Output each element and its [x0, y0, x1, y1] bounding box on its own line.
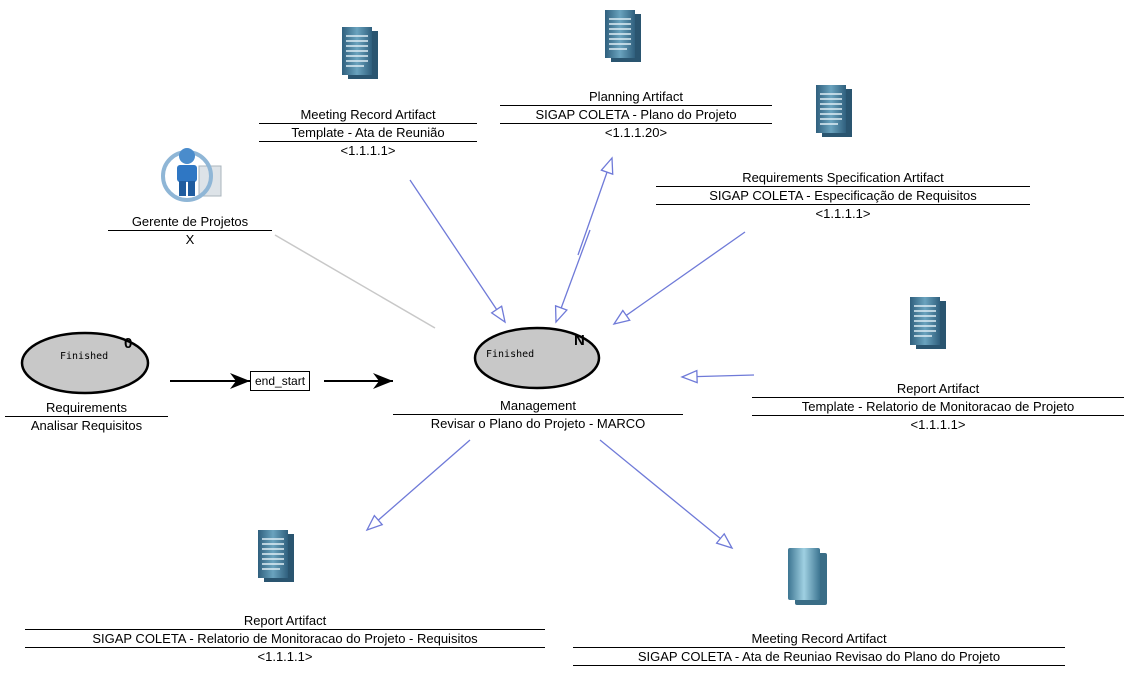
role-person-icon [161, 148, 222, 202]
blank-document-icon [788, 548, 827, 605]
activity-category: Requirements [5, 399, 168, 417]
artifact-name: SIGAP COLETA - Relatorio de Monitoracao … [25, 630, 545, 648]
activity-name: Revisar o Plano do Projeto - MARCO [430, 416, 646, 431]
edge-planning-to-management [554, 229, 591, 324]
activity-requirements-node[interactable]: Finished 0 [20, 331, 150, 395]
activity-management-state: Finished [486, 349, 534, 360]
activity-requirements-marker: 0 [124, 335, 132, 352]
edge-management-to-report [365, 439, 471, 532]
role-label[interactable]: Gerente de Projetos X [108, 213, 272, 248]
artifact-planning-label[interactable]: Planning Artifact SIGAP COLETA - Plano d… [500, 88, 772, 141]
artifact-reqspec-label[interactable]: Requirements Specification Artifact SIGA… [656, 169, 1030, 222]
edge-management-to-planning [577, 156, 614, 256]
artifact-type: Planning Artifact [500, 88, 772, 106]
artifact-type: Report Artifact [25, 612, 545, 630]
activity-management-node[interactable]: Finished N [473, 326, 601, 390]
artifact-meeting-record-label[interactable]: Meeting Record Artifact SIGAP COLETA - A… [573, 630, 1065, 666]
artifact-type: Meeting Record Artifact [573, 630, 1065, 648]
activity-requirements-state: Finished [60, 351, 108, 362]
artifact-meeting-template-label[interactable]: Meeting Record Artifact Template - Ata d… [259, 106, 477, 159]
edge-report-template-to-management [680, 369, 755, 384]
role-value: X [185, 232, 195, 247]
artifact-report-label[interactable]: Report Artifact SIGAP COLETA - Relatorio… [25, 612, 545, 665]
end-start-connector[interactable]: end_start [250, 371, 311, 391]
activity-management-label[interactable]: Management Revisar o Plano do Projeto - … [393, 397, 683, 432]
artifact-version: <1.1.1.20> [604, 125, 668, 140]
document-icon [342, 27, 378, 79]
artifact-version: <1.1.1.1> [815, 206, 871, 221]
activity-category: Management [393, 397, 683, 415]
artifact-name: SIGAP COLETA - Plano do Projeto [500, 106, 772, 124]
role-name: Gerente de Projetos [108, 213, 272, 231]
edge-role-to-management [274, 234, 436, 329]
artifact-name: Template - Relatorio de Monitoracao de P… [752, 398, 1124, 416]
artifact-report-template-label[interactable]: Report Artifact Template - Relatorio de … [752, 380, 1124, 433]
artifact-name: SIGAP COLETA - Especificação de Requisit… [656, 187, 1030, 205]
artifact-type: Meeting Record Artifact [259, 106, 477, 124]
document-icon [910, 297, 946, 349]
artifact-version: <1.1.1.1> [257, 649, 313, 664]
document-icon [816, 85, 852, 137]
activity-name: Analisar Requisitos [30, 418, 143, 433]
edge-management-to-meeting-record [599, 439, 734, 550]
document-icon [605, 10, 641, 62]
activity-management-marker: N [574, 332, 585, 349]
artifact-name: Template - Ata de Reunião [259, 124, 477, 142]
artifact-version: <1.1.1.1> [340, 143, 396, 158]
artifact-type: Report Artifact [752, 380, 1124, 398]
activity-requirements-label[interactable]: Requirements Analisar Requisitos [5, 399, 168, 434]
artifact-version: <1.1.1.1> [910, 417, 966, 432]
artifact-type: Requirements Specification Artifact [656, 169, 1030, 187]
edge-meeting-template-to-management [409, 179, 506, 324]
edge-reqspec-to-management [612, 231, 746, 326]
edges [170, 156, 755, 550]
artifact-name: SIGAP COLETA - Ata de Reuniao Revisao do… [573, 648, 1065, 666]
document-icon [258, 530, 294, 582]
